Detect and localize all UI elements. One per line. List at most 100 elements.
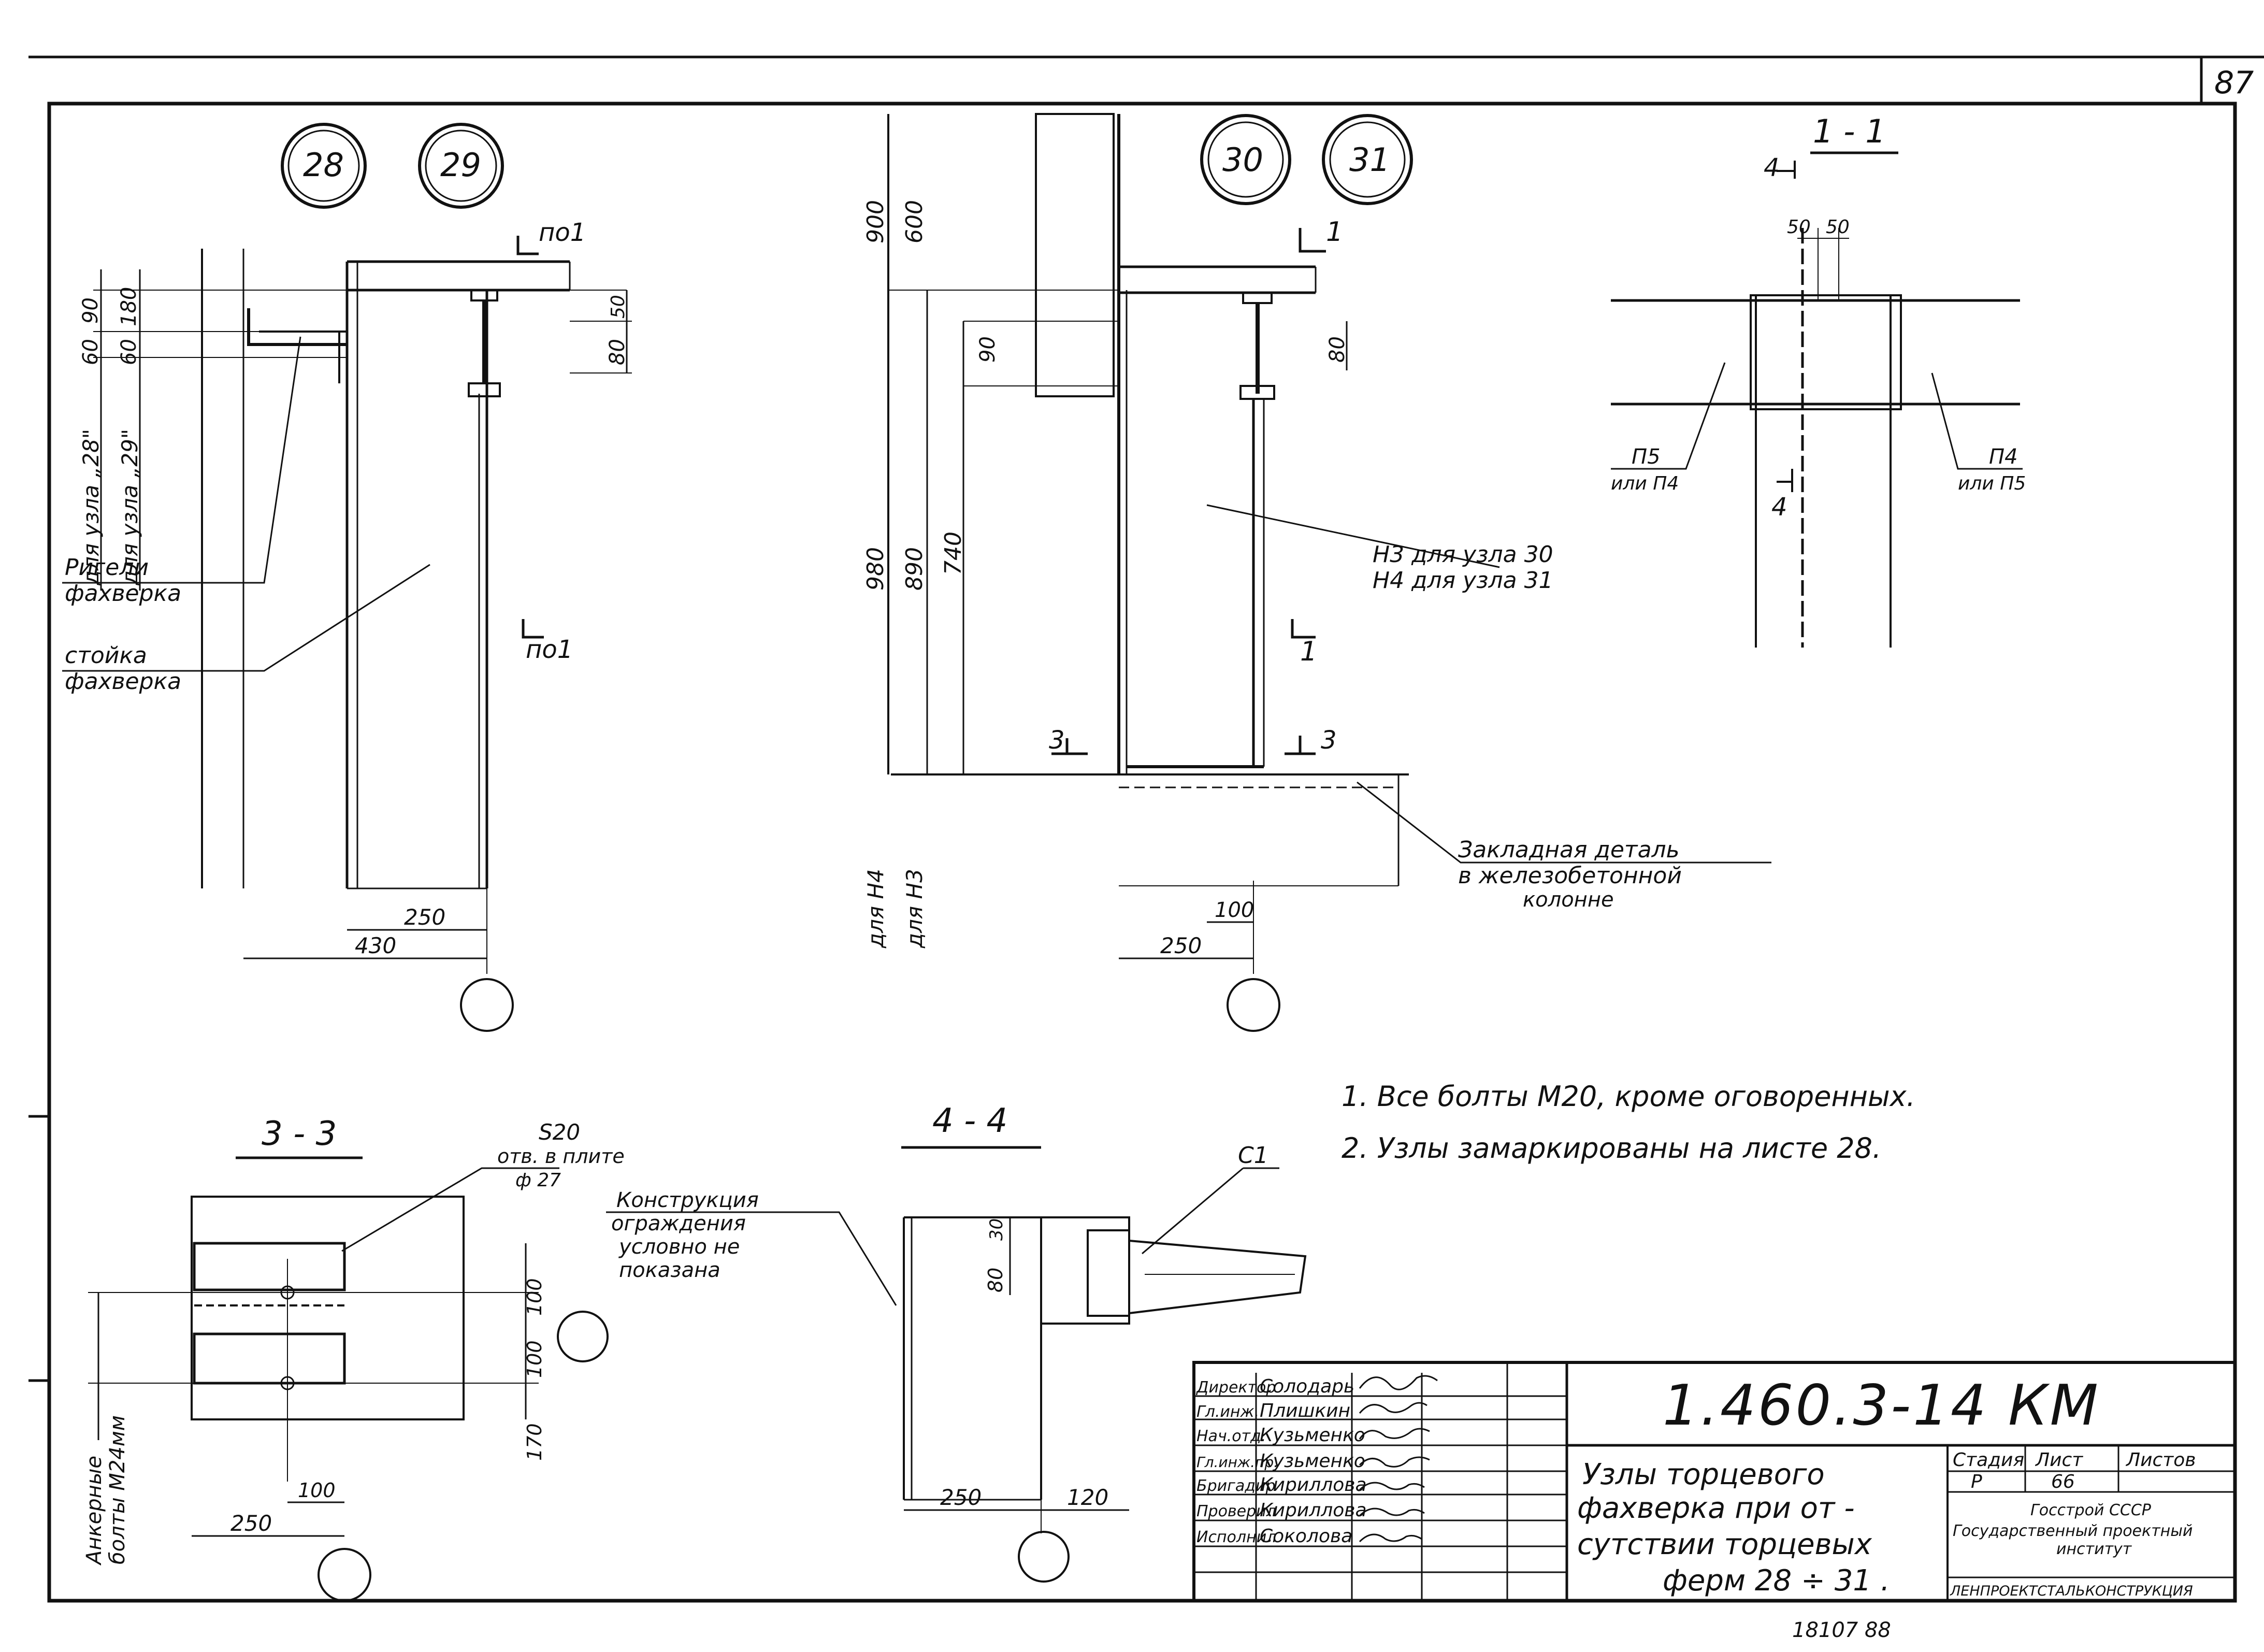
label-construction-3: условно не	[618, 1235, 740, 1259]
staff-role-0: Директор	[1195, 1378, 1276, 1397]
label-s20: S20	[539, 1119, 580, 1145]
dim-60b: 60	[117, 339, 141, 365]
section-mark-bottom: по1	[526, 635, 573, 664]
staff-role-4: Бригадир	[1196, 1477, 1276, 1495]
staff-name-5: Кириллова	[1260, 1500, 1367, 1521]
dim-600: 600	[901, 200, 928, 243]
doc-code: 1.460.3-14 КМ	[1663, 1373, 2100, 1438]
label-construction-4: показана	[619, 1258, 720, 1282]
note-1: 1. Все болты М20, кроме оговоренных.	[1342, 1080, 1915, 1113]
desc-line-4: ферм 28 ÷ 31 .	[1663, 1564, 1890, 1598]
stage-value: Р	[1971, 1471, 1982, 1492]
label-embedded-1: Закладная деталь	[1458, 837, 1680, 863]
desc-line-2: фахверка при от -	[1577, 1491, 1855, 1525]
node-number-31: 31	[1349, 141, 1390, 179]
label-n4: Н4 для узла 31	[1373, 567, 1553, 594]
section-mark-3-right: 3	[1321, 726, 1337, 755]
section-1-1-mark-4-bottom: 4	[1771, 493, 1787, 522]
dim-170: 170	[523, 1423, 546, 1461]
label-or-p4: или П4	[1611, 473, 1679, 494]
dim-890: 890	[901, 547, 928, 591]
dim-30: 30	[986, 1218, 1007, 1241]
label-p4: П4	[1989, 445, 2018, 469]
dim-for-n3: для Н3	[902, 869, 927, 949]
staff-role-3: Гл.инж.пр.	[1196, 1454, 1278, 1471]
stamp-number: 18107 88	[1792, 1618, 1891, 1642]
title-block: 1.460.3-14 КМ Узлы торцевого фахверка пр…	[1192, 1361, 2237, 1602]
staff-name-6: Соколова	[1260, 1526, 1352, 1547]
label-anchor-1: Анкерные	[82, 1456, 106, 1566]
dim-430: 430	[355, 933, 396, 958]
org-line-4: ЛЕНПРОЕКТСТАЛЬКОНСТРУКЦИЯ	[1950, 1583, 2193, 1599]
staff-role-2: Нач.отд.	[1196, 1427, 1266, 1445]
label-rigeli-1: Ригели	[65, 554, 149, 581]
staff-role-1: Гл.инж.	[1196, 1403, 1259, 1421]
header-sheets: Листов	[2125, 1449, 2196, 1471]
dim-80-4-4: 80	[984, 1268, 1007, 1292]
dim-980: 980	[862, 547, 889, 591]
section-mark-1-top: 1	[1326, 217, 1343, 248]
dim-120: 120	[1067, 1485, 1108, 1510]
sheet-frame: 87 18107 88	[28, 55, 2264, 1642]
sheet-value: 66	[2051, 1471, 2075, 1492]
dim-node28: для узла „28"	[78, 429, 104, 586]
label-embedded-3: колонне	[1523, 888, 1614, 912]
dim-50-left: 50	[1787, 217, 1811, 238]
section-mark-1-right: 1	[1300, 636, 1317, 667]
staff-role-6: Исполнил	[1196, 1528, 1276, 1546]
middle-node-view: 900 600 90 80 980 890 740 для Н4 для Н3 …	[862, 113, 1771, 1032]
label-or-p5: или П5	[1958, 473, 2026, 494]
label-anchor-2: болты М24мм	[106, 1415, 129, 1564]
dim-100-mid: 100	[1215, 898, 1254, 922]
section-1-1-mark-4: 4	[1764, 153, 1780, 182]
label-embedded-2: в железобетонной	[1458, 863, 1682, 889]
staff-name-2: Кузьменко	[1260, 1425, 1365, 1446]
staff-name-0: Солодарь	[1260, 1376, 1354, 1397]
dim-250-3-3: 250	[230, 1511, 272, 1536]
staff-name-1: Плишкин	[1260, 1400, 1350, 1421]
dim-250-mid: 250	[1160, 933, 1202, 958]
dim-100-b: 100	[523, 1340, 546, 1378]
label-n3: Н3 для узла 30	[1373, 541, 1553, 568]
label-c1: С1	[1238, 1142, 1268, 1169]
org-line-1: Госстрой СССР	[2030, 1501, 2152, 1519]
section-4-4-title: 4 - 4	[932, 1102, 1007, 1140]
left-node-view: для узла „28" для узла „29" 90 60 60 180…	[62, 218, 632, 1032]
dim-node29: для узла „29"	[117, 429, 142, 586]
dim-50: 50	[608, 295, 629, 319]
page-number: 87	[2214, 65, 2254, 101]
dim-250-4-4: 250	[940, 1485, 982, 1510]
node-circles-left: 28 29	[281, 123, 504, 209]
dim-900: 900	[862, 200, 889, 243]
desc-line-1: Узлы торцевого	[1582, 1458, 1825, 1491]
staff-role-5: Проверил	[1196, 1502, 1276, 1520]
org-line-2: Государственный проектный	[1953, 1522, 2193, 1540]
label-rigeli-2: фахверка	[65, 580, 181, 607]
label-stoika-1: стойка	[65, 642, 147, 669]
staff-name-3: Кузьменко	[1260, 1450, 1365, 1472]
header-sheet: Лист	[2035, 1449, 2083, 1471]
dim-100-a: 100	[523, 1278, 546, 1316]
dim-90: 90	[79, 297, 103, 324]
org-line-3: институт	[2056, 1540, 2132, 1558]
dim-80: 80	[605, 339, 629, 365]
staff-name-4: Кириллова	[1260, 1474, 1367, 1496]
notes: 1. Все болты М20, кроме оговоренных. 2. …	[1342, 1080, 1915, 1165]
signatures	[1359, 1375, 1438, 1543]
node-circles-middle: 30 31	[1200, 114, 1413, 205]
section-1-1: 1 - 1 4 50 50 4 П5 или П4 П4 или П5	[1611, 112, 2026, 648]
dim-for-n4: для Н4	[863, 869, 888, 949]
section-3-3-title: 3 - 3	[262, 1115, 337, 1153]
dim-60a: 60	[79, 339, 103, 365]
node-number-28: 28	[303, 146, 344, 184]
section-4-4: 4 - 4 С1 Конструкция ограждения условно …	[606, 1102, 1307, 1583]
header-stage: Стадия	[1953, 1449, 2024, 1471]
dim-100-3-3: 100	[298, 1479, 336, 1502]
section-mark-3-left: 3	[1049, 726, 1065, 755]
section-3-3: 3 - 3 100 100 170 S20 отв. в плите ф 27 …	[82, 1115, 625, 1602]
section-mark-top: по1	[539, 218, 586, 247]
label-construction-2: ограждения	[611, 1212, 746, 1236]
dim-90-mid: 90	[976, 336, 1000, 363]
dim-50-right: 50	[1826, 217, 1850, 238]
